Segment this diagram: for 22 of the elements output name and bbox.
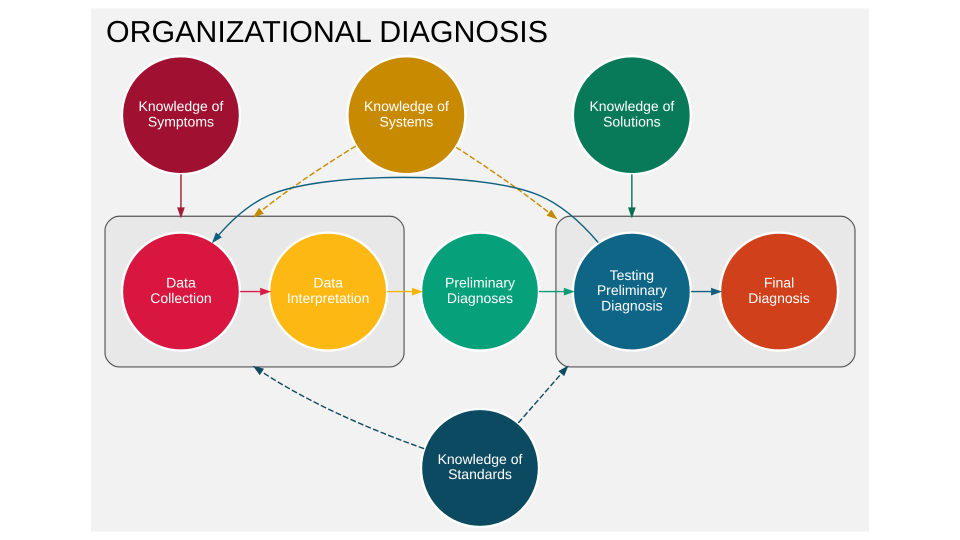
node-circle: Knowledge of Systems [346, 55, 467, 176]
arrow [691, 288, 722, 296]
arrow [387, 288, 423, 296]
node-circle: Knowledge of Standards [420, 408, 540, 528]
diagram-title: ORGANIZATIONAL DIAGNOSIS [106, 16, 548, 49]
arrow [252, 366, 424, 450]
node-circle: Testing Preliminary Diagnosis [572, 231, 692, 352]
arrow [240, 288, 272, 296]
arrow [252, 145, 356, 218]
arrow [539, 288, 575, 296]
node-circle: Data Interpretation [268, 231, 388, 352]
arrow [177, 174, 185, 218]
node-circle: Knowledge of Solutions [572, 55, 692, 176]
node-circle: Final Diagnosis [718, 231, 840, 352]
arrow [212, 176, 599, 244]
arrow [518, 365, 569, 424]
arrow [628, 174, 636, 218]
cluster [104, 216, 405, 368]
cluster [555, 216, 856, 368]
node-circle: Preliminary Diagnoses [420, 231, 540, 352]
node-circle: Knowledge of Symptoms [120, 55, 242, 176]
arrow [456, 146, 558, 220]
